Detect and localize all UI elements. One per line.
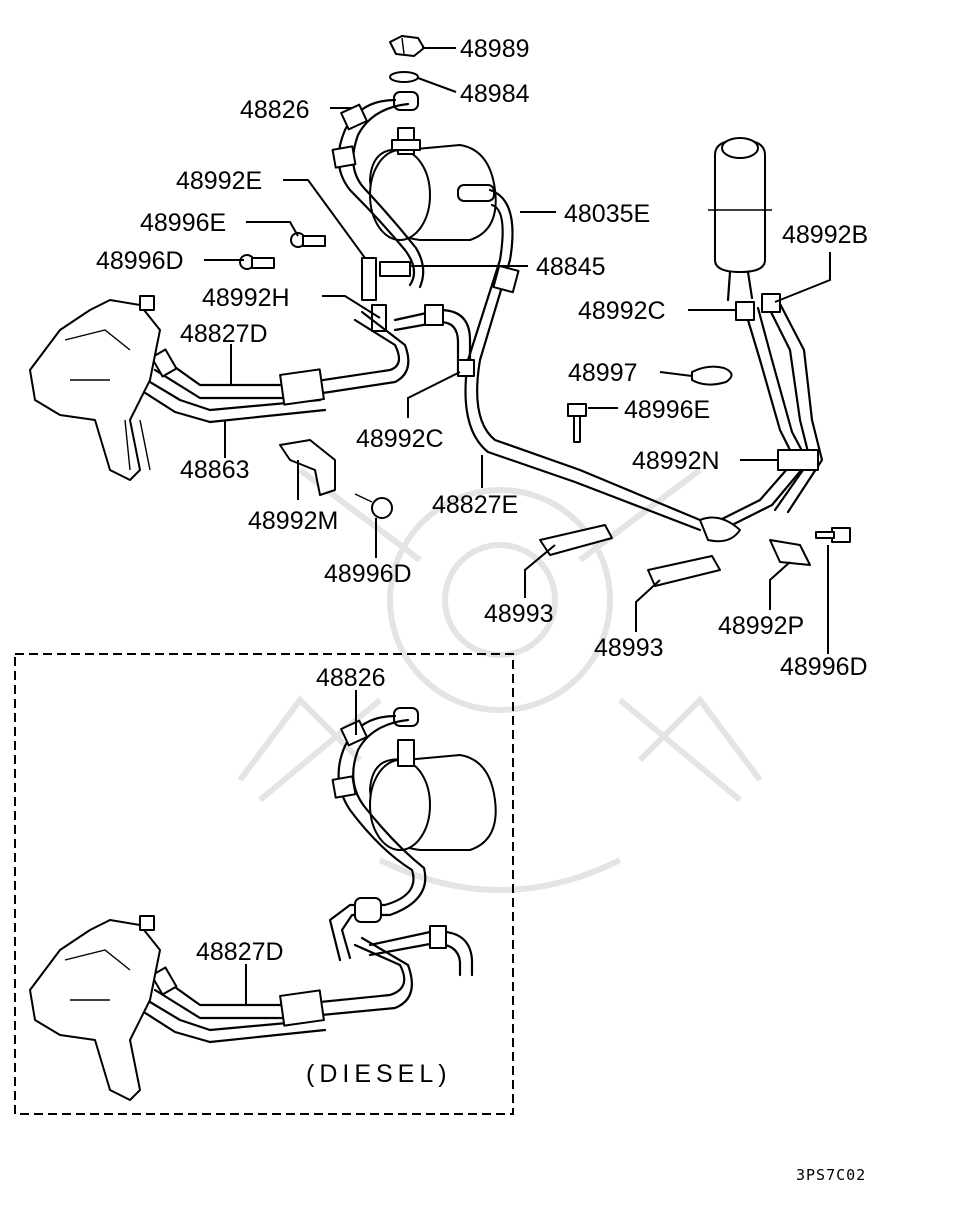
label-48845: 48845	[536, 253, 606, 281]
bolt-48996D-left	[239, 254, 275, 270]
steering-gear-box	[29, 295, 161, 481]
label-48992M: 48992M	[248, 507, 338, 535]
label-48996D-right: 48996D	[780, 653, 868, 681]
label-48993-right: 48993	[594, 634, 664, 662]
label-48863: 48863	[180, 456, 250, 484]
label-48992E: 48992E	[176, 167, 262, 195]
diesel-inset-frame	[14, 653, 514, 1115]
label-48984: 48984	[460, 80, 530, 108]
watermark-emblem	[237, 467, 763, 893]
label-48827D-top: 48827D	[180, 320, 268, 348]
bolt-48996E-left	[290, 232, 326, 248]
bolt-48996D-center	[354, 493, 393, 519]
part-labels: 48989 48984 48826 48992E 48035E 48996E 4…	[96, 35, 868, 1184]
label-48035E: 48035E	[564, 200, 650, 228]
label-48992C-center: 48992C	[356, 425, 444, 453]
clamp-48992C-center	[457, 359, 475, 377]
leader-lines	[204, 47, 831, 654]
oil-pump	[369, 91, 497, 241]
diesel-caption: (DIESEL)	[306, 1060, 452, 1088]
main-assembly	[29, 35, 851, 587]
washer-48984	[389, 71, 419, 83]
label-48996E-left: 48996E	[140, 209, 226, 237]
label-48989: 48989	[460, 35, 530, 63]
label-48826-diesel: 48826	[316, 664, 386, 692]
label-48826-top: 48826	[240, 96, 310, 124]
plate-48993-right	[647, 555, 721, 587]
band-48997	[691, 365, 733, 386]
label-48992C-right: 48992C	[578, 297, 666, 325]
diesel-leader-lines	[245, 690, 357, 1005]
bolt-48996D-right	[815, 527, 851, 543]
label-48996E-right: 48996E	[624, 396, 710, 424]
label-48996D-left: 48996D	[96, 247, 184, 275]
diagram-code: 3PS7C02	[796, 1166, 866, 1184]
reservoir-tank	[708, 137, 772, 302]
nut-48989	[389, 35, 425, 57]
label-48992P: 48992P	[718, 612, 804, 640]
label-48992B: 48992B	[782, 221, 868, 249]
clip-48992B	[761, 293, 781, 313]
label-48996D-center: 48996D	[324, 560, 412, 588]
bracket-48992M	[279, 439, 336, 496]
diesel-assembly	[29, 707, 497, 1101]
label-48993-left: 48993	[484, 600, 554, 628]
clamp-48992N	[777, 449, 819, 471]
clamp-48992P	[769, 539, 811, 566]
label-48827E: 48827E	[432, 491, 518, 519]
label-48992N: 48992N	[632, 447, 720, 475]
bolt-48996E-right	[567, 403, 587, 443]
label-48827D-diesel: 48827D	[196, 938, 284, 966]
plate-48993-left	[539, 524, 613, 556]
clip-48992C-right	[735, 301, 755, 321]
label-48992H: 48992H	[202, 284, 290, 312]
label-48997: 48997	[568, 359, 638, 387]
